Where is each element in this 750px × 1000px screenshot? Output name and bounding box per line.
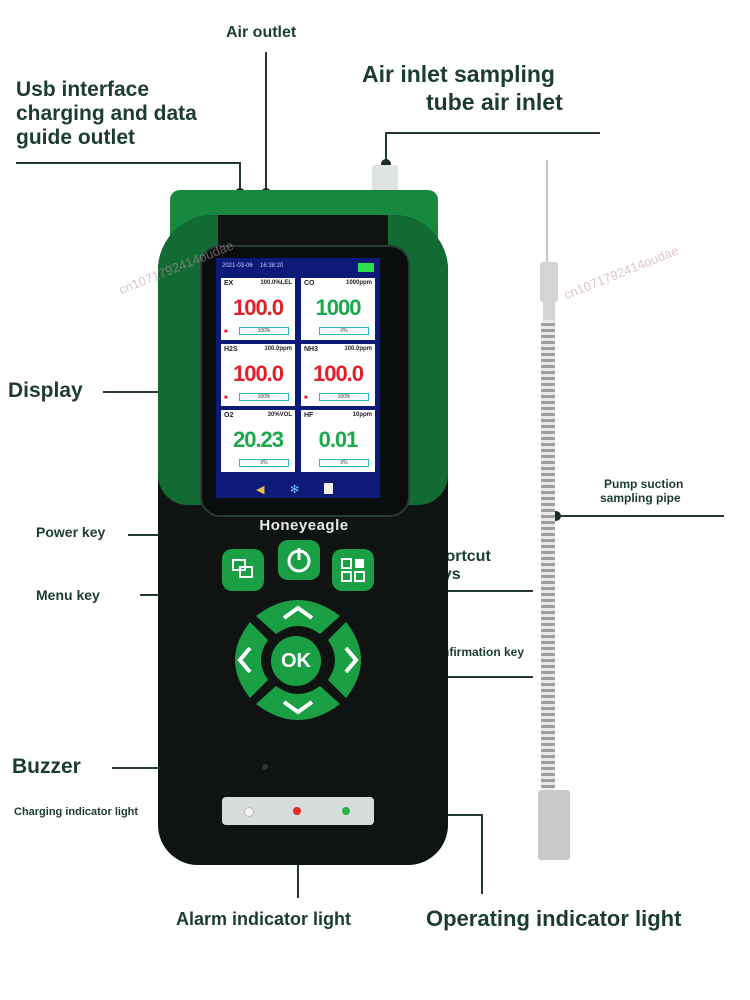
shortcut-key-button[interactable] bbox=[332, 549, 374, 591]
gas-range: 100.0ppm bbox=[344, 346, 372, 352]
left-arrow-button[interactable] bbox=[235, 622, 268, 698]
chevron-right-icon bbox=[344, 646, 359, 674]
gas-bar: 100% bbox=[239, 393, 289, 401]
air-inlet-dot bbox=[381, 159, 391, 169]
usb-label-line1: Usb interface bbox=[16, 78, 150, 101]
buzzer-label: Buzzer bbox=[12, 755, 81, 778]
chevron-up-icon bbox=[282, 605, 314, 620]
confirmation-key-label: Confirmation key bbox=[426, 645, 525, 659]
usb-leader-h bbox=[16, 162, 240, 164]
gas-cell-hf: HF 10ppm 0.01 0% bbox=[300, 409, 376, 473]
charging-led bbox=[244, 807, 254, 817]
menu-icon bbox=[232, 559, 253, 578]
menu-key-button[interactable] bbox=[222, 549, 264, 591]
sound-icon: ◀ bbox=[256, 484, 265, 496]
pump-label-line2: sampling pipe bbox=[600, 491, 681, 505]
indicator-panel bbox=[222, 797, 374, 825]
alarm-light-label: Alarm indicator light bbox=[176, 909, 352, 929]
probe-needle bbox=[546, 160, 548, 270]
air-inlet-connector bbox=[372, 165, 398, 191]
power-key-label: Power key bbox=[36, 524, 106, 540]
up-arrow-button[interactable] bbox=[256, 600, 340, 634]
battery-icon bbox=[358, 263, 374, 272]
gas-range: 30%VOL bbox=[267, 412, 292, 418]
gas-name: HF bbox=[304, 412, 314, 419]
gas-bar: 0% bbox=[239, 459, 289, 467]
menu-key-label: Menu key bbox=[36, 587, 100, 603]
buzzer-hole bbox=[262, 764, 268, 770]
pump-label-line1: Pump suction bbox=[604, 477, 684, 491]
gas-bar: 0% bbox=[319, 459, 369, 467]
chevron-left-icon bbox=[237, 646, 252, 674]
alarm-status-icon: ■ bbox=[224, 329, 228, 335]
display-label: Display bbox=[8, 379, 83, 402]
pump-leader bbox=[556, 515, 724, 517]
pump-dot bbox=[551, 511, 561, 521]
gas-name: NH3 bbox=[304, 346, 319, 353]
probe-shaft bbox=[541, 320, 555, 790]
chevron-down-icon bbox=[282, 700, 314, 715]
gas-cell-ex: EX 100.0%LEL 100.0 ■ 100% bbox=[220, 277, 296, 341]
usb-leader-v bbox=[239, 162, 241, 192]
operating-light-label: Operating indicator light bbox=[426, 906, 682, 931]
gas-bar: 100% bbox=[239, 327, 289, 335]
alarm-status-icon: ■ bbox=[224, 395, 228, 401]
alarm-led bbox=[293, 807, 301, 815]
ok-button[interactable]: OK bbox=[271, 636, 321, 686]
gas-cell-co: CO 1000ppm 1000 0% bbox=[300, 277, 376, 341]
device-screen: 2021-03-06 16:38:20 EX 100.0%LEL 100.0 ■… bbox=[216, 258, 380, 498]
gas-range: 100.0%LEL bbox=[260, 280, 292, 286]
device-brand: Honeyeagle bbox=[259, 517, 349, 534]
dpad bbox=[235, 600, 361, 720]
usb-label-line2: charging and data bbox=[16, 102, 197, 125]
gas-name: CO bbox=[304, 280, 315, 287]
gas-cell-h2s: H2S 100.0ppm 100.0 ■ 100% bbox=[220, 343, 296, 407]
operating-led bbox=[342, 807, 350, 815]
gas-value: 100.0 bbox=[232, 295, 284, 320]
probe-handle bbox=[538, 790, 570, 860]
gas-cell-nh3: NH3 100.0ppm 100.0 ■ 100% bbox=[300, 343, 376, 407]
air-inlet-label-line2: tube air inlet bbox=[426, 89, 563, 115]
gas-value: 0.01 bbox=[318, 427, 359, 452]
grid-icon bbox=[341, 558, 365, 582]
gas-bar: 0% bbox=[319, 327, 369, 335]
gas-value: 20.23 bbox=[232, 427, 284, 452]
down-arrow-button[interactable] bbox=[256, 686, 340, 720]
screen-date: 2021-03-06 bbox=[222, 263, 253, 269]
gas-name: O2 bbox=[224, 412, 234, 419]
gas-value: 100.0 bbox=[232, 361, 284, 386]
gas-value: 1000 bbox=[315, 295, 362, 320]
operating-leader-v bbox=[481, 814, 483, 894]
usb-label-line3: guide outlet bbox=[16, 126, 135, 149]
air-inlet-label-line1: Air inlet sampling bbox=[362, 61, 555, 87]
probe-connector bbox=[540, 262, 558, 302]
power-key-button[interactable] bbox=[278, 540, 320, 580]
air-outlet-leader bbox=[265, 52, 267, 192]
air-inlet-leader-v bbox=[385, 132, 387, 164]
screen-footer: ◀ ✻ bbox=[216, 480, 380, 498]
gas-cell-o2: O2 30%VOL 20.23 0% bbox=[220, 409, 296, 473]
power-icon bbox=[287, 548, 311, 573]
gas-range: 100.0ppm bbox=[264, 346, 292, 352]
record-icon bbox=[324, 483, 333, 494]
gas-bar: 100% bbox=[319, 393, 369, 401]
watermark: cn1071792414oudae bbox=[561, 242, 681, 303]
screen-status-bar: 2021-03-06 16:38:20 bbox=[216, 258, 380, 276]
gas-name: H2S bbox=[224, 346, 238, 353]
gas-range: 10ppm bbox=[352, 412, 372, 418]
screen-time: 16:38:20 bbox=[260, 263, 284, 269]
air-outlet-label: Air outlet bbox=[226, 24, 297, 41]
gas-name: EX bbox=[224, 280, 234, 287]
gas-value: 100.0 bbox=[312, 361, 364, 386]
right-arrow-button[interactable] bbox=[328, 622, 361, 698]
charging-light-label: Charging indicator light bbox=[14, 806, 139, 818]
air-inlet-leader-h bbox=[386, 132, 600, 134]
gas-range: 1000ppm bbox=[345, 280, 372, 286]
alarm-status-icon: ■ bbox=[304, 395, 308, 401]
settings-icon: ✻ bbox=[290, 484, 300, 496]
